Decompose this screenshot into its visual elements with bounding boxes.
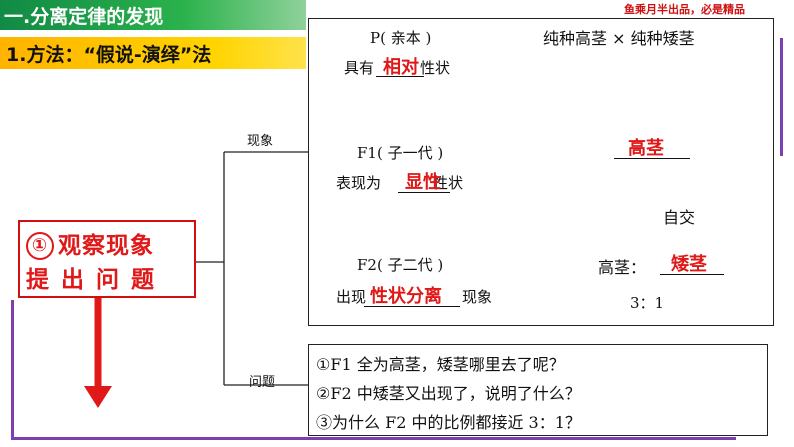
p-label: P( 亲本 ): [370, 29, 432, 47]
p-blank-line: [376, 76, 424, 77]
question-2: ②F2 中矮茎又出现了，说明了什么？: [316, 384, 581, 403]
f1-height-answer: 高茎: [628, 138, 664, 159]
selfing-label: 自交: [663, 208, 696, 227]
p-desc: 具有 性状: [344, 57, 450, 78]
purple-frame-right: [780, 38, 783, 156]
label-phenomenon: 现象: [247, 134, 274, 149]
cross-text: 纯种高茎 × 纯种矮茎: [543, 29, 695, 48]
p-desc-suffix: 性状: [420, 59, 451, 77]
f1-height-blank: [614, 158, 690, 159]
f2-blank-line: [364, 306, 460, 307]
p-answer: 相对: [383, 57, 419, 78]
f2-desc: 出现 现象: [336, 286, 492, 307]
method-heading: 1.方法：“假说-演绎”法: [6, 44, 212, 66]
f2-tall-label: 高茎：: [598, 258, 647, 277]
f2-label: F2( 子二代 ): [357, 256, 444, 274]
purple-frame-left: [11, 300, 14, 440]
f1-label: F1( 子一代 ): [357, 144, 444, 162]
question-3: ③为什么 F2 中的比例都接近 3：1？: [316, 413, 581, 432]
label-question: 问题: [249, 375, 276, 390]
question-box: [308, 344, 768, 436]
page-title: 一.分离定律的发现: [4, 6, 164, 28]
f1-answer: 显性: [405, 172, 441, 193]
f2-short-answer: 矮茎: [671, 254, 707, 275]
observe-line1: 观察现象: [58, 233, 154, 259]
f1-desc: 表现为 性状: [336, 172, 463, 193]
question-1: ①F1 全为高茎，矮茎哪里去了呢？: [316, 355, 565, 374]
f2-short-blank: [660, 274, 724, 275]
f2-desc-suffix: 现象: [462, 288, 493, 306]
purple-frame-bottom: [11, 437, 736, 440]
f2-answer: 性状分离: [370, 286, 442, 307]
f2-desc-prefix: 出现: [336, 288, 367, 306]
f1-desc-suffix: 性状: [433, 174, 464, 192]
observe-line2: 提 出 问 题: [26, 267, 157, 293]
method-bar: [0, 37, 306, 69]
slogan-text: 鱼乘月半出品，必是精品: [624, 3, 745, 16]
f1-desc-prefix: 表现为: [336, 174, 382, 192]
title-bar: [0, 0, 306, 30]
ratio-text: 3：1: [630, 294, 665, 312]
step-number: ①: [26, 232, 54, 260]
p-desc-prefix: 具有: [344, 59, 375, 77]
f1-blank-line: [398, 192, 450, 193]
red-arrow-head: [84, 386, 112, 408]
